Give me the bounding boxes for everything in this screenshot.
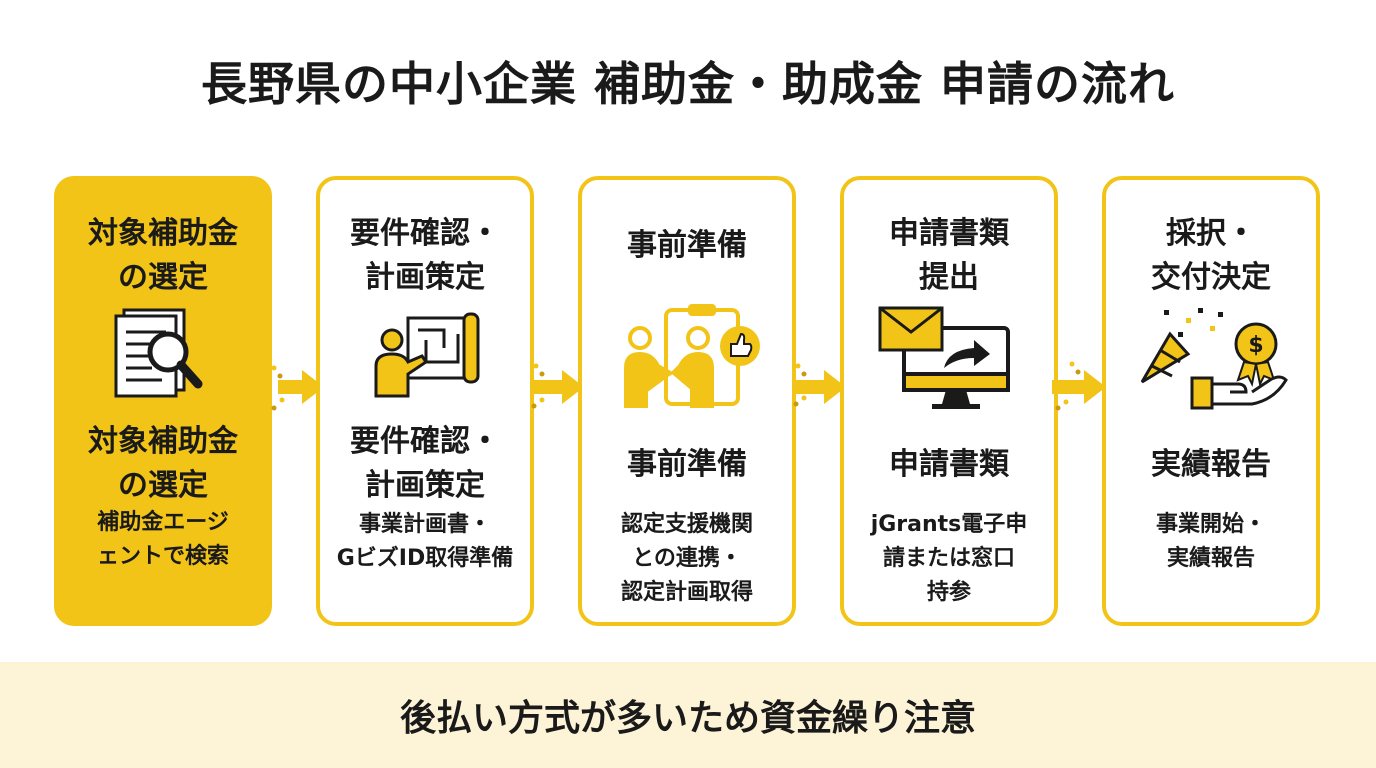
step-card-3: 事前準備 事前準備 認定支援機関 との連携・ 認定計画取得	[578, 176, 796, 626]
step-subheading: 申請書類	[889, 447, 1009, 482]
step-heading: 対象補助金 の選定	[88, 216, 238, 295]
arrow-right-icon	[271, 365, 324, 411]
step-card-4: 申請書類 提出 申請書類 jGrants電子申 請または窓口 持参	[840, 176, 1058, 626]
step-heading: 申請書類 提出	[889, 216, 1009, 295]
arrow-right-icon	[1052, 361, 1106, 411]
step-description: jGrants電子申 請または窓口 持参	[870, 512, 1028, 605]
handshake-clipboard-icon	[624, 304, 760, 408]
step-card-1: 対象補助金 の選定 対象補助金 の選定 補助金エージ ェントで検索	[54, 176, 272, 626]
step-description: 認定支援機関 との連携・ 認定計画取得	[620, 512, 753, 605]
document-magnifier-icon	[114, 308, 203, 398]
step-subheading: 要件確認・ 計画策定	[350, 424, 500, 503]
step-heading: 採択・ 交付決定	[1151, 216, 1271, 295]
step-subheading: 実績報告	[1151, 447, 1271, 482]
arrow-right-icon	[793, 363, 846, 407]
step-heading: 事前準備	[627, 228, 747, 263]
step-subheading: 対象補助金 の選定	[88, 424, 238, 503]
step-subheading: 事前準備	[627, 447, 747, 482]
footer-note: 後払い方式が多いため資金繰り注意	[0, 662, 1376, 768]
step-card-5: 採択・ 交付決定 $ 実績報告 事業開始・ 実績報告	[1102, 176, 1320, 626]
arrow-right-icon	[531, 363, 584, 409]
celebration-hand-icon: $	[1140, 308, 1288, 410]
svg-text:$: $	[1248, 333, 1263, 358]
step-description: 事業開始・ 実績報告	[1155, 512, 1266, 571]
page-title: 長野県の中小企業 補助金・助成金 申請の流れ	[200, 57, 1176, 111]
step-description: 事業計画書・ GビズID取得準備	[336, 512, 514, 571]
planning-person-icon	[374, 312, 480, 398]
envelope-monitor-icon	[878, 306, 1010, 409]
step-card-2: 要件確認・ 計画策定 要件確認・ 計画策定 事業計画書・ GビズID取得準備	[316, 176, 534, 626]
step-heading: 要件確認・ 計画策定	[350, 216, 500, 295]
step-description: 補助金エージ ェントで検索	[96, 510, 229, 569]
